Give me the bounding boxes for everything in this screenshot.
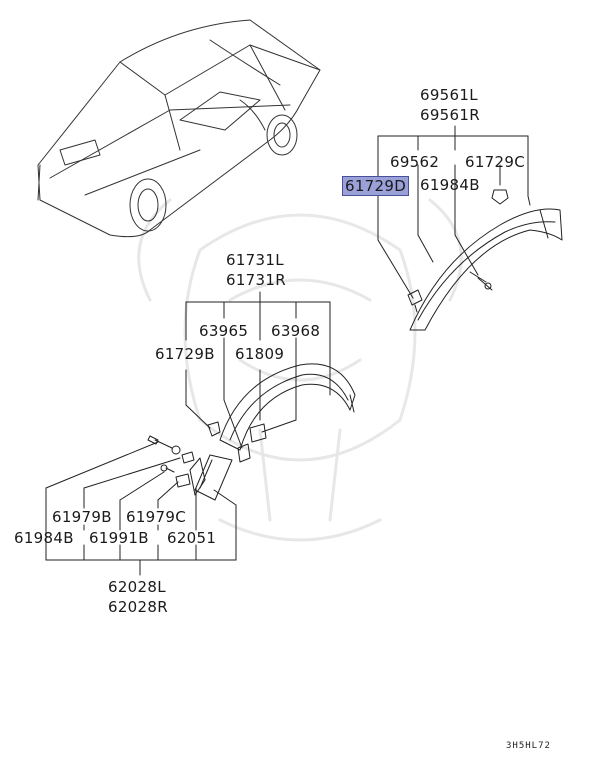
clip-61729B-icon: [207, 421, 221, 437]
bracket-62028: [45, 441, 237, 576]
car-illustration: [37, 19, 321, 238]
part-69561R-label[interactable]: 69561R: [420, 106, 480, 124]
fender-flare-top: [409, 208, 563, 331]
clip-61979C-icon: [175, 473, 191, 488]
mudguard-62051: [189, 454, 233, 501]
part-62028L-label[interactable]: 62028L: [108, 578, 166, 596]
part-69561L-label[interactable]: 69561L: [420, 86, 478, 104]
clip-61729D-icon: [407, 289, 423, 313]
part-69562-label[interactable]: 69562: [390, 153, 440, 171]
part-63968-label[interactable]: 63968: [271, 322, 321, 340]
fender-arch-middle: [219, 363, 356, 451]
bracket-63968-icon: [249, 423, 267, 443]
part-61731R-label[interactable]: 61731R: [226, 271, 286, 289]
part-63965-icon: [237, 443, 251, 463]
part-61729C-top-label[interactable]: 61729C: [465, 153, 525, 171]
screw-61984B-bottom-icon: [147, 435, 181, 455]
part-61991B-label[interactable]: 61991B: [89, 529, 149, 547]
clip-61979B-icon: [181, 451, 195, 464]
part-62051-label[interactable]: 62051: [167, 529, 217, 547]
part-63965-label[interactable]: 63965: [199, 322, 249, 340]
part-61729D-label-highlighted[interactable]: 61729D: [342, 176, 410, 196]
watermark-helmet-icon: [137, 198, 463, 542]
part-61979B-label[interactable]: 61979B: [52, 508, 112, 526]
part-61729B-label[interactable]: 61729B: [155, 345, 215, 363]
bracket-69561: [377, 125, 531, 299]
part-61984B-bottom-label[interactable]: 61984B: [14, 529, 74, 547]
clip-61991B-icon: [160, 464, 175, 473]
diagram-code: 3H5HL72: [506, 741, 551, 751]
clip-61729C-top-icon: [491, 189, 509, 205]
part-61984B-top-label[interactable]: 61984B: [420, 176, 480, 194]
part-61731L-label[interactable]: 61731L: [226, 251, 284, 269]
part-61979C-label[interactable]: 61979C: [126, 508, 186, 526]
part-62028R-label[interactable]: 62028R: [108, 598, 168, 616]
part-61809-label[interactable]: 61809: [235, 345, 285, 363]
screw-61984B-top-icon: [469, 271, 493, 291]
